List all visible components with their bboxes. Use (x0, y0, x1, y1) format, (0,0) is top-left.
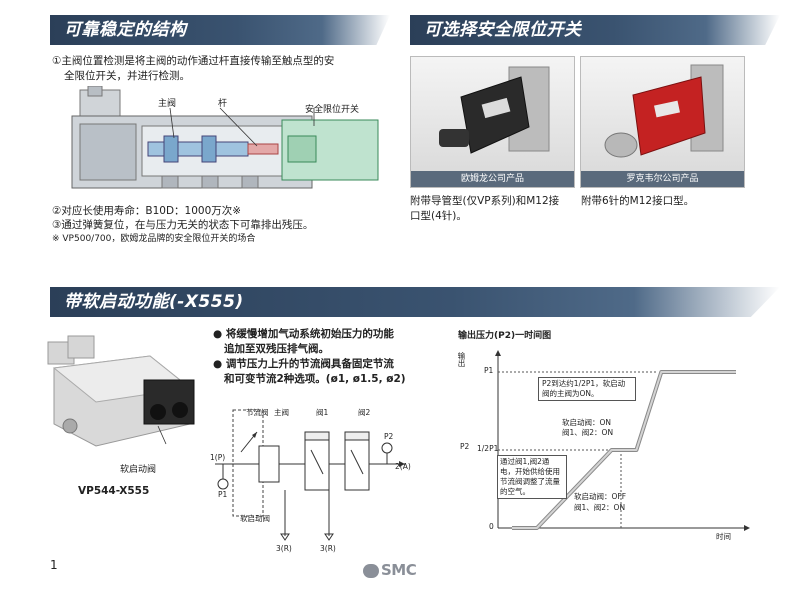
smc-logo-mark (363, 563, 379, 578)
circuit-label-main: 主阀 (274, 408, 289, 417)
optional-desc2: 附带6针的M12接口型。 (581, 195, 695, 207)
label-safety-switch: 安全限位开关 (305, 105, 360, 115)
softstart-bullet1-line1: ● 将缓慢增加气动系统初始压力的功能 (213, 328, 394, 340)
chart-title: 输出压力(P2)一时间图 (458, 331, 552, 341)
chart-ylabel: P2 (460, 442, 470, 451)
photo-rockwell-switch: 罗克韦尔公司产品 (580, 56, 745, 188)
section-title-optional: 可选择安全限位开关 (410, 15, 780, 45)
circuit-label-valve1: 阀1 (316, 408, 329, 417)
softstart-bullet2-line2: 和可变节流2种选项。(ø1, ø1.5, ø2) (224, 373, 406, 385)
annotation-soft-off: 软启动阀：OFF (574, 492, 627, 501)
smc-logo-text: SMC (381, 561, 417, 579)
structure-item1-line1: ①主阀位置检测是将主阀的动作通过杆直接传输至触点型的安 (52, 55, 335, 67)
valve-cross-section (52, 85, 392, 202)
product-photo-vp544 (40, 328, 210, 458)
annotation-half-reached: P2到达约1/2P1，软启动阀的主阀为ON。 (538, 377, 636, 401)
structure-item1-line2: 全限位开关，并进行检测。 (64, 70, 190, 82)
page-number: 1 (50, 558, 58, 572)
pressure-time-chart (456, 346, 762, 546)
section-title-softstart: 带软启动功能(-X555) (50, 287, 780, 317)
photo-rockwell-caption: 罗克韦尔公司产品 (581, 171, 744, 187)
circuit-label-p1: P1 (218, 490, 228, 499)
chart-ylabel-top: 输出 (457, 352, 466, 367)
softstart-bullet2-line1: ● 调节压力上升的节流阀具备固定节流 (213, 358, 394, 370)
circuit-label-exh2: 3(R) (320, 544, 336, 553)
optional-desc1-line1: 附带导管型(仅VP系列)和M12接 (410, 195, 560, 207)
annotation-valves-on-2: 阀1、阀2：ON (574, 503, 626, 512)
annotation-valves-on-1: 阀1、阀2：ON (562, 428, 614, 437)
circuit-label-valve2: 阀2 (358, 408, 371, 417)
circuit-label-soft: 软启动阀 (240, 514, 270, 523)
chart-ytick-half: 1/2P1 (477, 444, 499, 453)
chart-ytick-p1: P1 (484, 366, 494, 375)
smc-logo: SMC (363, 561, 417, 579)
circuit-label-p2: P2 (384, 432, 394, 441)
circuit-label-out: 2(A) (395, 462, 411, 471)
chart-ytick-zero: 0 (489, 522, 494, 531)
product-model: VP544-X555 (78, 485, 150, 497)
circuit-label-p-in: 1(P) (210, 453, 226, 462)
p2-curve-inner (512, 371, 736, 529)
photo-omron-caption: 欧姆龙公司产品 (411, 171, 574, 187)
structure-item3: ③通过弹簧复位，在与压力无关的状态下可靠排出残压。 (52, 219, 314, 231)
photo-omron-switch: 欧姆龙公司产品 (410, 56, 575, 188)
label-rod: 杆 (218, 99, 228, 109)
section-title-structure: 可靠稳定的结构 (50, 15, 390, 45)
structure-item2: ②对应长使用寿命：B10D：1000万次※ (52, 205, 242, 217)
annotation-soft-on: 软启动阀：ON (562, 418, 612, 427)
optional-desc1-line2: 口型(4针)。 (410, 210, 467, 222)
structure-note: ※ VP500/700，欧姆龙品牌的安全限位开关的场合 (52, 234, 256, 244)
annotation-start-supply: 通过阀1,阀2通电，开始供给使用节流阀调整了流量的空气。 (497, 455, 567, 499)
softstart-bullet1-line2: 追加至双残压排气阀。 (224, 343, 329, 355)
circuit-label-exh1: 3(R) (276, 544, 292, 553)
label-main-valve: 主阀 (158, 99, 177, 109)
chart-xlabel: 时间 (716, 532, 731, 541)
product-label-soft-valve: 软启动阀 (120, 465, 157, 475)
pneumatic-circuit-diagram (205, 402, 415, 552)
circuit-label-throttle: 节流阀 (246, 408, 269, 417)
